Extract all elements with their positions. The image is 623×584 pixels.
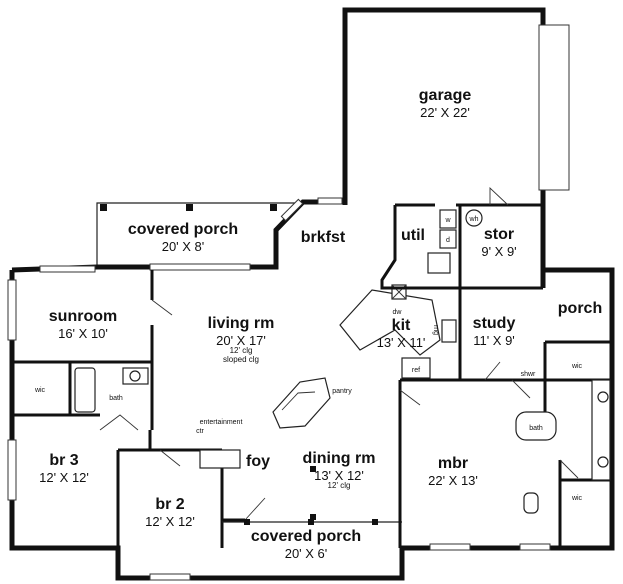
front-porch-dim: 20' X 6'	[284, 546, 328, 561]
master-bath-label: bath	[529, 425, 543, 432]
sunroom-label: sunroom 16' X 10'	[48, 308, 118, 341]
living-ceiling: 12' clg	[229, 346, 253, 355]
study-dim: 11' X 9'	[473, 333, 515, 348]
dining-dim: 13' X 12'	[314, 468, 364, 483]
water-heater-label: wh	[469, 216, 479, 223]
kit-dim: 13' X 11'	[376, 335, 426, 350]
wic-bottom-label: wic	[571, 495, 583, 502]
interior-walls	[12, 205, 612, 548]
util-name: util	[401, 227, 425, 244]
back-porch-dim: 20' X 8'	[161, 239, 205, 254]
dryer-label: d	[446, 237, 450, 244]
living-sloped: sloped clg	[222, 354, 260, 364]
br3-dim: 12' X 12'	[39, 470, 89, 485]
living-label: living rm 20' X 17' 12' clg sloped clg	[208, 316, 275, 365]
dining-name: dining rm	[302, 450, 376, 467]
dining-label: dining rm 13' X 12' 12' clg	[303, 451, 376, 491]
wic-left-label: wic	[34, 387, 46, 394]
kit-label: kit 13' X 11'	[376, 317, 426, 350]
stor-dim: 9' X 9'	[481, 244, 517, 259]
br2-name: br 2	[155, 496, 185, 513]
garage-walls	[342, 7, 570, 288]
dw-label: dw	[393, 309, 403, 316]
bath-left-label: bath	[109, 395, 123, 402]
side-porch-name: porch	[557, 300, 603, 317]
back-porch-label: covered porch 20' X 8'	[127, 221, 239, 254]
dining-ceiling: 12' clg	[327, 481, 351, 490]
ctr-label: ctr	[196, 428, 204, 435]
washer-label: w	[444, 217, 451, 224]
entertainment-label: entertainment	[200, 419, 243, 426]
front-porch-label: covered porch 20' X 6'	[250, 528, 362, 561]
brkfst-name: brkfst	[300, 229, 346, 246]
util-label: util	[401, 228, 425, 244]
rng-label: rng	[432, 325, 439, 335]
sunroom-name: sunroom	[48, 308, 118, 325]
shower-label: shwr	[521, 371, 536, 378]
brkfst-label: brkfst	[301, 230, 345, 246]
back-porch-outline	[96, 202, 320, 267]
mbr-name: mbr	[437, 455, 469, 472]
pantry-label: pantry	[332, 388, 352, 395]
foy-label: foy	[246, 454, 270, 470]
mbr-label: mbr 22' X 13'	[428, 455, 478, 488]
exterior-walls	[7, 197, 615, 581]
ref-label: ref	[412, 367, 420, 374]
garage-dim: 22' X 22'	[420, 105, 470, 120]
side-porch-label: porch	[558, 301, 602, 317]
foy-name: foy	[246, 453, 270, 470]
front-porch-name: covered porch	[250, 528, 362, 545]
br3-name: br 3	[49, 452, 79, 469]
br2-dim: 12' X 12'	[145, 514, 195, 529]
br2-label: br 2 12' X 12'	[145, 496, 195, 529]
sunroom-dim: 16' X 10'	[58, 326, 108, 341]
mbr-dim: 22' X 13'	[428, 473, 478, 488]
fixture-labels: wic bath entertainment ctr pantry dw rng…	[34, 216, 583, 502]
garage-label: garage 22' X 22'	[418, 87, 472, 120]
study-name: study	[472, 315, 516, 332]
stor-label: stor 9' X 9'	[481, 226, 517, 259]
study-label: study 11' X 9'	[472, 315, 516, 348]
kit-name: kit	[391, 317, 411, 334]
back-porch-name: covered porch	[127, 221, 239, 238]
br3-label: br 3 12' X 12'	[39, 452, 89, 485]
living-dim: 20' X 17'	[216, 333, 266, 348]
wic-top-label: wic	[571, 363, 583, 370]
living-name: living rm	[207, 315, 275, 332]
stor-name: stor	[483, 226, 515, 243]
garage-name: garage	[418, 87, 472, 104]
